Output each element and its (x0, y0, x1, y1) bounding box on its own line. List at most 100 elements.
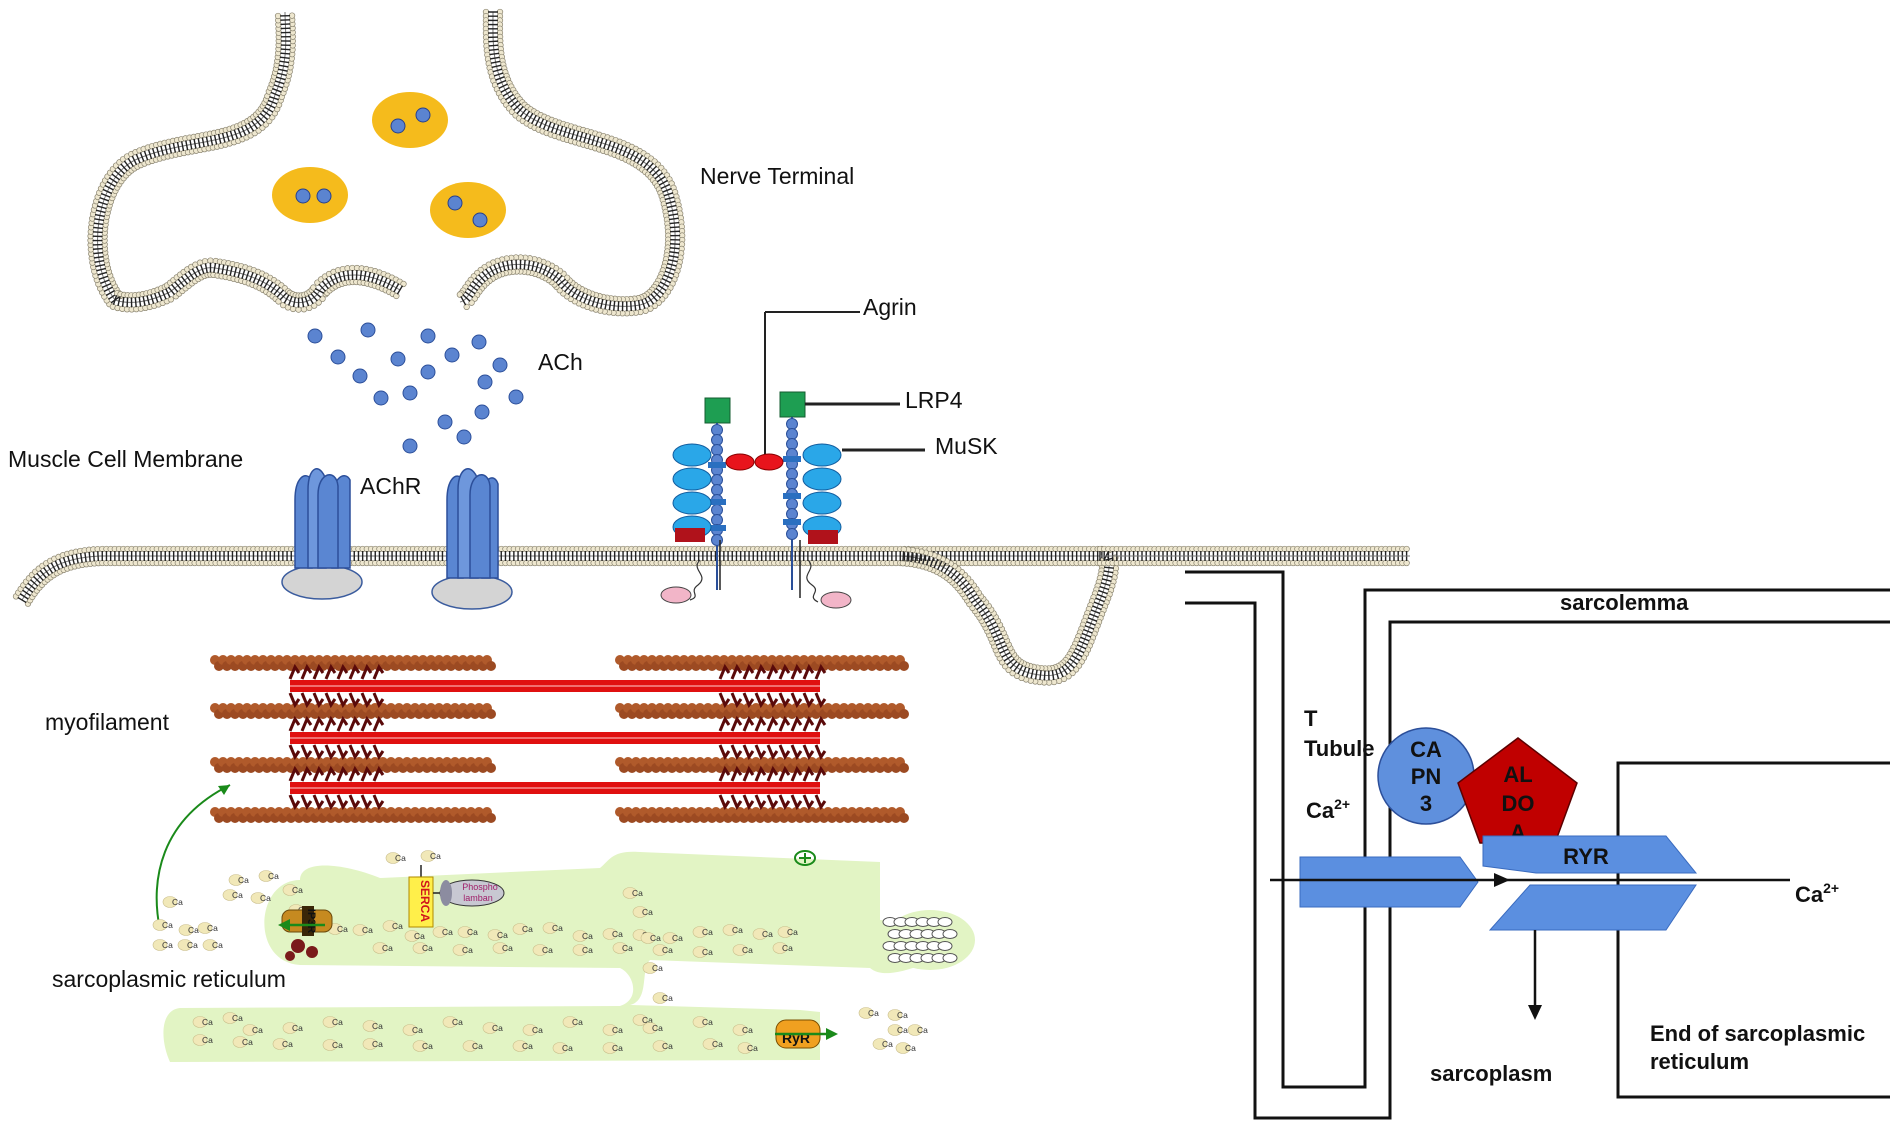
calcium-ion-label: Ca (422, 1041, 433, 1051)
calcium-ion-label: Ca (392, 921, 403, 931)
calcium-ion-label: Ca (622, 943, 633, 953)
lipid-head (285, 305, 291, 311)
lrp4-label: LRP4 (905, 387, 963, 413)
end-sr-label-2: reticulum (1650, 1049, 1749, 1074)
calcium-ion-label: Ca (372, 1021, 383, 1031)
calcium-ion-label: Ca (662, 1041, 673, 1051)
lipid-head (464, 304, 470, 310)
capn3-label-2: PN (1411, 764, 1442, 789)
muscle-cell-membrane-label: Muscle Cell Membrane (8, 446, 243, 472)
lipid-head (301, 306, 307, 312)
calcium-ion-label: Ca (462, 945, 473, 955)
nerve-terminal-label: Nerve Terminal (700, 163, 854, 189)
ach-molecule (445, 348, 459, 362)
calcium-ion-label: Ca (522, 924, 533, 934)
calcium-ion-label: Ca (562, 1043, 573, 1053)
calcium-ion-label: Ca (642, 907, 653, 917)
aldoa-protein: AL DO A (1458, 738, 1577, 845)
calcium-ion-label: Ca (742, 1025, 753, 1035)
calcium-ion-label: Ca (252, 1025, 263, 1035)
ach-molecule (478, 375, 492, 389)
ach-molecule (403, 439, 417, 453)
phospholamban-label-2: lamban (463, 893, 493, 903)
calcium-ion-label: Ca (292, 1023, 303, 1033)
ach-molecule (374, 391, 388, 405)
calcium-ion-label: Ca (542, 945, 553, 955)
ryr-channel-small: RyR (775, 1020, 838, 1048)
calcium-ion-label: Ca (422, 943, 433, 953)
calcium-ion-label: Ca (652, 963, 663, 973)
lipid-head (296, 307, 302, 313)
capn3-label-1: CA (1410, 737, 1442, 762)
calcium-ion-label: Ca (187, 940, 198, 950)
calcium-ion-label: Ca (282, 1039, 293, 1049)
achr-receptor (282, 469, 362, 599)
lrp4-bead (712, 515, 723, 526)
calcium-ion-label: Ca (202, 1017, 213, 1027)
calcium-ion-label: Ca (162, 920, 173, 930)
calcium-ion-label: Ca (702, 927, 713, 937)
calcium-ion-label: Ca (452, 1017, 463, 1027)
calcium-ion-label: Ca (172, 897, 183, 907)
aldoa-label-1: AL (1503, 762, 1532, 787)
actin-bead (486, 813, 496, 823)
lrp4-bead (712, 485, 723, 496)
calcium-ion-label: Ca (472, 1041, 483, 1051)
actin-bead (899, 661, 909, 671)
actin-bead (486, 661, 496, 671)
ach-molecule (403, 386, 417, 400)
lipid-head (311, 285, 317, 291)
plus-icon (795, 851, 815, 865)
calcium-ion-label: Ca (232, 1013, 243, 1023)
calcium-ion-label: Ca (612, 929, 623, 939)
calcium-ion-label: Ca (268, 871, 279, 881)
ach-molecule (331, 350, 345, 364)
aldoa-label-2: DO (1502, 791, 1535, 816)
calcium-ion-label: Ca (652, 1023, 663, 1033)
calcium-ion-label: Ca (430, 851, 441, 861)
ach-molecule (457, 430, 471, 444)
calcium-ion-label: Ca (332, 1040, 343, 1050)
calcium-ion-label: Ca (762, 929, 773, 939)
phospholamban-label: Phospho (462, 882, 498, 892)
calcium-ion-label: Ca (412, 1025, 423, 1035)
calcium-ion-label: Ca (882, 1039, 893, 1049)
calcium-ion-label: Ca (492, 1023, 503, 1033)
calcium-ion-label: Ca (207, 923, 218, 933)
lipid-head (275, 13, 281, 19)
calcium-ion-label: Ca (702, 1017, 713, 1027)
actin-bead (899, 709, 909, 719)
lrp4-bead (712, 445, 723, 456)
calcium-ion-label: Ca (532, 1025, 543, 1035)
ryr-receptor-large: RYR (1270, 836, 1790, 1020)
ach-molecule (308, 329, 322, 343)
serca-label: SERCA (418, 880, 432, 922)
lipid-head (1404, 546, 1410, 552)
lipid-head (202, 258, 208, 264)
lipid-head (208, 258, 214, 264)
calcium-ion-label: Ca (632, 888, 643, 898)
calcium-ion-label: Ca (502, 943, 513, 953)
lrp4-bead (712, 505, 723, 516)
calcium-ion-label: Ca (905, 1043, 916, 1053)
ach-molecule (493, 358, 507, 372)
nerve-terminal-membrane (88, 9, 685, 316)
calcium-ion-label: Ca (382, 943, 393, 953)
actin-bead (486, 763, 496, 773)
ip3r-label: IP3R (305, 909, 317, 934)
calcium-ion-label: Ca (552, 923, 563, 933)
calcium-ion-label: Ca (572, 1017, 583, 1027)
lrp4-bead (712, 425, 723, 436)
calcium-ion-label: Ca (782, 943, 793, 953)
ach-molecule (421, 365, 435, 379)
calcium-ion-label: Ca (897, 1025, 908, 1035)
lrp4-bead (787, 499, 798, 510)
myofilament (210, 655, 909, 823)
calcium-ion-label: Ca (650, 933, 661, 943)
ca2-left-label: Ca2+ (1306, 796, 1350, 823)
calcium-ion-label: Ca (582, 945, 593, 955)
end-sr-label-1: End of sarcoplasmic (1650, 1021, 1865, 1046)
lrp4-bead (787, 479, 798, 490)
sr-vesicle (938, 942, 952, 951)
